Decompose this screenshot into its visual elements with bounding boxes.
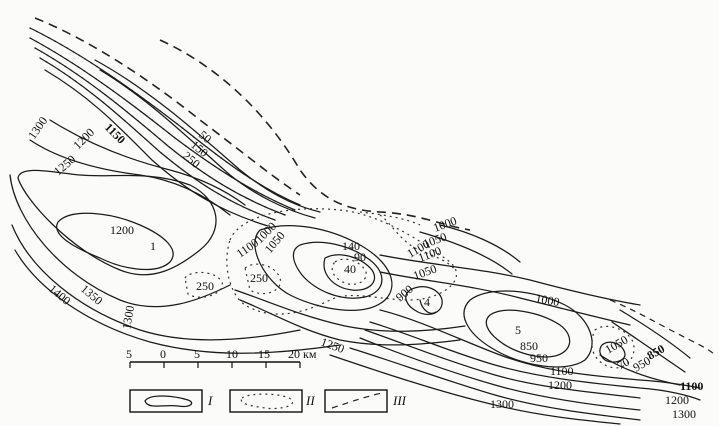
label: 850 bbox=[520, 339, 538, 353]
isoline bbox=[44, 69, 269, 227]
label: 1200 bbox=[70, 125, 97, 152]
dotted-contour bbox=[244, 263, 281, 295]
boundary-dashed bbox=[609, 299, 716, 356]
isoline-closed bbox=[323, 254, 376, 291]
label: 1250 bbox=[319, 335, 346, 356]
isoline bbox=[11, 224, 301, 341]
isoline-closed bbox=[17, 169, 217, 276]
isoline bbox=[439, 224, 521, 263]
isoline bbox=[364, 329, 641, 399]
isoline bbox=[379, 271, 631, 326]
isoline-closed bbox=[463, 290, 593, 368]
dotted-contour bbox=[359, 211, 421, 226]
isoline bbox=[611, 321, 686, 373]
label: 140 bbox=[342, 239, 360, 253]
isoline-closed bbox=[292, 241, 383, 299]
scale-bar: 5 0 5 10 15 20 км bbox=[126, 347, 317, 368]
isoline bbox=[369, 321, 701, 401]
legend: I II III bbox=[129, 389, 407, 413]
scale-tick-label: 5 bbox=[194, 347, 200, 361]
isoline bbox=[14, 249, 341, 354]
label: 1150 bbox=[102, 120, 128, 146]
isoline-dots bbox=[29, 37, 296, 211]
legend-label: III bbox=[392, 393, 407, 408]
isoline-closed-1200 bbox=[56, 212, 174, 271]
isoline bbox=[359, 337, 641, 411]
isoline-closed bbox=[599, 341, 626, 363]
isoline bbox=[599, 354, 681, 386]
legend-label: II bbox=[305, 393, 315, 408]
label: 1200 bbox=[548, 378, 572, 392]
legend-item-dotted-contour: II bbox=[229, 389, 315, 413]
isoline-tick bbox=[419, 299, 437, 314]
central-zone bbox=[226, 208, 466, 346]
isoline bbox=[234, 289, 466, 332]
scale-tick-label: 15 bbox=[258, 347, 270, 361]
scale-tick-label: 0 bbox=[160, 347, 166, 361]
scale-tick-label: 20 км bbox=[288, 347, 317, 361]
label: 1300 bbox=[672, 407, 696, 421]
label: 40 bbox=[344, 262, 356, 276]
isoline-closed bbox=[485, 309, 571, 358]
scale-tick-label: 10 bbox=[226, 347, 238, 361]
isoline bbox=[239, 299, 461, 346]
label: 900 bbox=[393, 282, 416, 304]
legend-item-dashed-line: III bbox=[324, 389, 407, 413]
label: 1300 bbox=[25, 114, 50, 142]
isoline bbox=[379, 254, 641, 306]
northwest-belt bbox=[29, 17, 471, 231]
isoline bbox=[34, 47, 286, 216]
isoline bbox=[329, 354, 621, 425]
isoline bbox=[419, 231, 513, 275]
isoline-dots bbox=[34, 47, 286, 216]
label: 1400 bbox=[46, 282, 73, 308]
scale-tick-label: 5 bbox=[126, 347, 132, 361]
isoline bbox=[39, 57, 276, 221]
east-belt bbox=[329, 211, 716, 425]
isoline bbox=[349, 347, 641, 421]
isoline bbox=[619, 309, 691, 359]
dotted-contour-outer bbox=[226, 208, 457, 315]
west-basin bbox=[9, 119, 341, 354]
label: 250 bbox=[250, 271, 268, 285]
boundary-dashed-top bbox=[34, 17, 301, 196]
label: 1100 bbox=[550, 364, 574, 378]
legend-item-closed-isoline: I bbox=[129, 389, 213, 413]
isoline bbox=[29, 37, 296, 211]
label: 1200 bbox=[665, 393, 689, 407]
label: 1050 bbox=[603, 332, 631, 356]
label: 1350 bbox=[78, 282, 105, 308]
isoline bbox=[94, 59, 321, 213]
dotted-contour-inner bbox=[331, 258, 367, 285]
isoline bbox=[9, 174, 231, 308]
label: 950 bbox=[530, 351, 548, 365]
label: 90 bbox=[354, 250, 366, 264]
label: 4 bbox=[424, 295, 430, 309]
isoline bbox=[29, 139, 231, 216]
isoline-closed bbox=[254, 225, 393, 311]
label: 1 bbox=[150, 239, 156, 253]
label: 1200 bbox=[110, 223, 134, 237]
dotted-contour bbox=[379, 214, 456, 271]
label: 1100 bbox=[680, 379, 703, 393]
label: 1300 bbox=[490, 397, 514, 411]
label: 250 bbox=[196, 279, 214, 293]
label: 5 bbox=[515, 323, 521, 337]
legend-label: I bbox=[207, 393, 213, 408]
label: 1000 bbox=[534, 291, 560, 309]
isoline bbox=[99, 69, 316, 219]
boundary-dashed-outer bbox=[159, 39, 471, 231]
label: 1300 bbox=[119, 304, 137, 330]
isoline bbox=[49, 119, 246, 206]
